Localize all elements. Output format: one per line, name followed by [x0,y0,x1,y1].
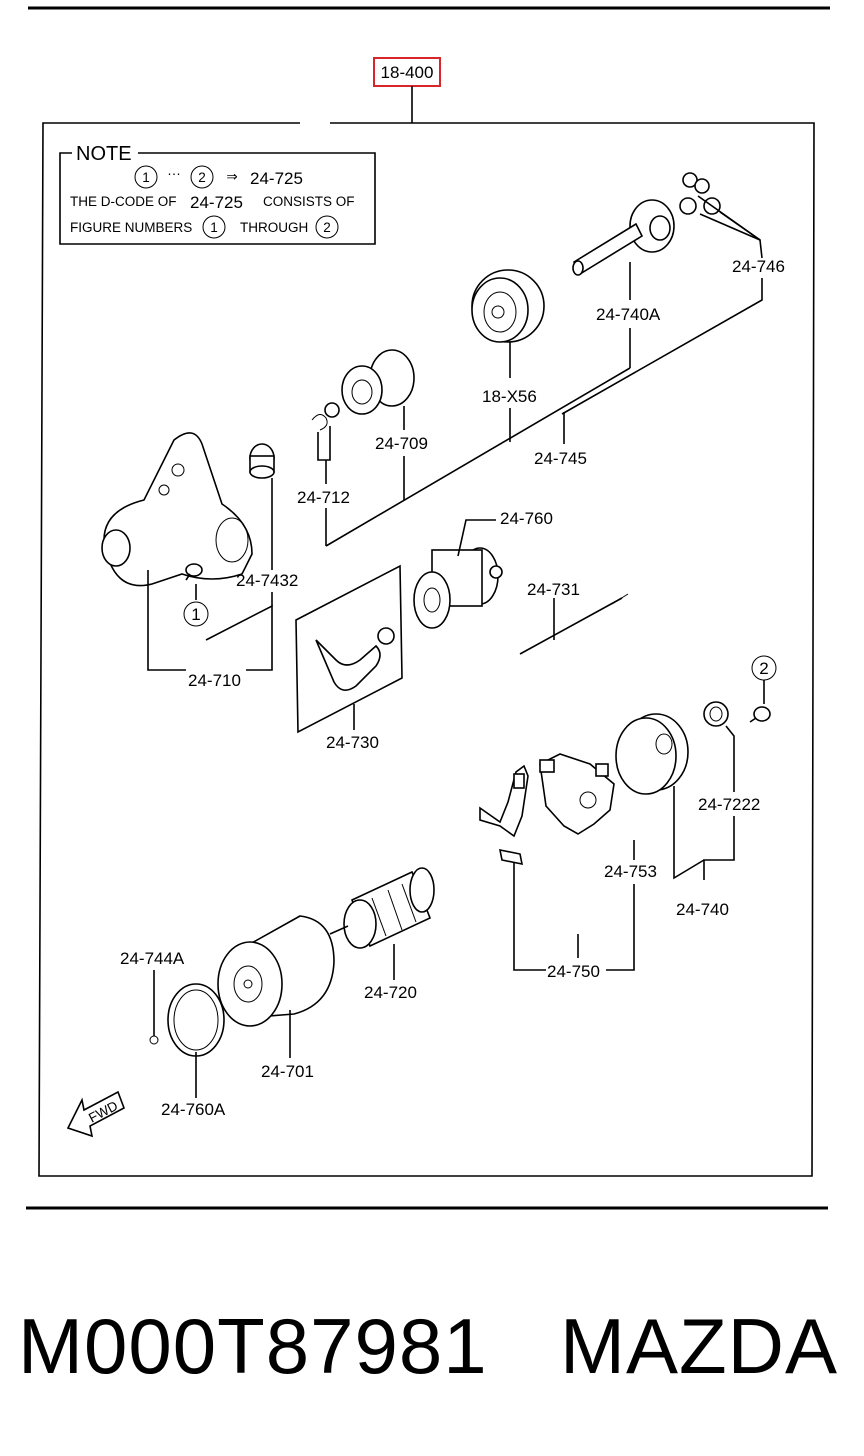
part-24731-drawing[interactable] [519,593,629,655]
part-247222-drawing[interactable] [703,701,729,727]
label-24744A[interactable]: 24-744A [120,949,185,968]
bolt-marker1-drawing[interactable] [185,563,203,581]
note-code: 24-725 [250,169,303,188]
note-ellipsis: ··· [167,166,181,181]
label-24730[interactable]: 24-730 [326,733,379,752]
label-247432[interactable]: 24-7432 [236,571,298,590]
note-box: NOTE 1 ··· 2 ⇒ 24-725 THE D-CODE OF 24-7… [59,143,376,245]
note-line3-circle1: 1 [210,220,218,235]
part-24720-drawing[interactable] [329,867,435,949]
note-line2-code: 24-725 [190,193,243,212]
note-line3-b: THROUGH [240,220,308,235]
fwd-arrow-icon: FWD [66,1090,125,1138]
screw-marker2-drawing[interactable] [749,706,771,723]
label-24740[interactable]: 24-740 [676,900,729,919]
footer-part-code: M000T87981 [18,1302,488,1390]
part-247432-drawing[interactable] [249,443,275,479]
note-circle-end: 2 [198,170,206,185]
footer-brand: MAZDA [560,1302,838,1390]
part-24701-drawing[interactable] [217,915,335,1027]
part-24750-drawing[interactable] [479,764,529,866]
label-24746[interactable]: 24-746 [732,257,785,276]
note-line2-a: THE D-CODE OF [70,194,177,209]
label-24760[interactable]: 24-760 [500,509,553,528]
label-24745[interactable]: 24-745 [534,449,587,468]
note-line3-a: FIGURE NUMBERS [70,220,192,235]
footer: M000T87981 MAZDA [0,1296,864,1406]
label-24712[interactable]: 24-712 [297,488,350,507]
diagram-frame [38,122,815,1177]
part-24760-drawing[interactable] [413,547,503,629]
label-247222[interactable]: 24-7222 [698,795,760,814]
label-18X56[interactable]: 18-X56 [482,387,537,406]
header-ref-label[interactable]: 18-400 [381,63,434,82]
label-24720[interactable]: 24-720 [364,983,417,1002]
part-18X56-drawing[interactable] [471,269,545,343]
label-24709[interactable]: 24-709 [375,434,428,453]
marker1-circle[interactable] [183,601,209,627]
part-24753-drawing[interactable] [539,753,615,835]
part-24740-drawing[interactable] [615,713,689,795]
part-24730-drawing[interactable] [315,627,395,691]
note-line2-b: CONSISTS OF [263,194,355,209]
label-24701[interactable]: 24-701 [261,1062,314,1081]
part-24712-drawing[interactable] [311,402,340,431]
label-24710[interactable]: 24-710 [188,671,241,690]
note-line3-circle2: 2 [323,220,331,235]
marker1-label[interactable]: 1 [191,605,200,624]
header-ref-box[interactable] [373,57,441,87]
part-24740A-drawing[interactable] [572,199,675,276]
part-24710-drawing[interactable] [101,432,253,587]
note-heading: NOTE [76,143,132,165]
part-24760A-drawing[interactable] [167,983,225,1057]
note-circle-start: 1 [142,170,150,185]
marker2-label[interactable]: 2 [759,659,768,678]
label-24750[interactable]: 24-750 [547,962,600,981]
label-24740A[interactable]: 24-740A [596,305,661,324]
label-24731[interactable]: 24-731 [527,580,580,599]
label-24753[interactable]: 24-753 [604,862,657,881]
note-arrow: ⇒ [226,169,237,184]
part-24709-drawing[interactable] [341,349,415,415]
label-24760A[interactable]: 24-760A [161,1100,226,1119]
